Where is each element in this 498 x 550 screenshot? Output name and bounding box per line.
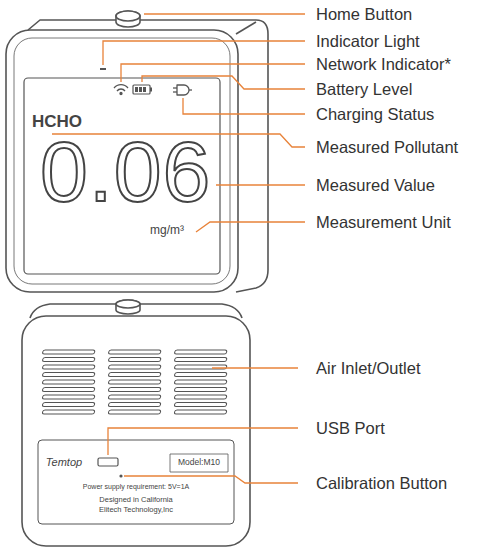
vent-slot: [108, 358, 161, 362]
vent-slot: [42, 373, 95, 377]
part-label: Network Indicator*: [316, 55, 451, 74]
usb-port: [98, 458, 118, 466]
leader-line: [144, 13, 305, 14]
vent-slot: [174, 373, 227, 377]
vent-slot: [174, 350, 227, 354]
indicator-light: [100, 68, 106, 70]
vent-slot: [108, 350, 161, 354]
part-label: Calibration Button: [316, 474, 447, 493]
panel-note: Power supply requirement: 5V=1A: [83, 483, 189, 491]
back-face: [22, 316, 250, 546]
vent-slot: [174, 388, 227, 392]
vent-slot: [42, 380, 95, 384]
home-button: [116, 11, 140, 27]
vent-slot: [42, 350, 95, 354]
leader-line: [121, 64, 305, 82]
vent-slot: [42, 395, 95, 399]
screen: [24, 78, 220, 274]
part-label: USB Port: [316, 419, 385, 438]
charging-icon: [173, 85, 192, 95]
leader-line: [196, 222, 305, 232]
device-front: [6, 30, 238, 292]
vent-slot: [108, 388, 161, 392]
model-box: [170, 454, 228, 472]
device-bezel: [14, 38, 230, 284]
vent-slot: [42, 365, 95, 369]
leader-line: [103, 41, 305, 65]
vent-slot: [42, 410, 95, 414]
measured-value: 0.06: [40, 128, 211, 214]
vent-slot: [108, 403, 161, 407]
home-button-top: [116, 11, 140, 21]
back-label-panel: [38, 440, 234, 524]
vent-slot: [108, 410, 161, 414]
part-label: Measured Value: [316, 176, 435, 195]
leader-line: [212, 367, 298, 368]
part-label: Air Inlet/Outlet: [316, 359, 421, 378]
vent-slot: [42, 388, 95, 392]
front-device: [6, 11, 268, 292]
part-label: Measured Pollutant: [316, 138, 458, 157]
calibration-hole: [119, 474, 122, 477]
part-label: Measurement Unit: [316, 213, 451, 232]
vent-slot: [174, 410, 227, 414]
part-label: Home Button: [316, 5, 412, 24]
brand-text: Temtop: [46, 456, 82, 469]
leader-line: [124, 476, 298, 483]
part-label: Battery Level: [316, 80, 412, 99]
part-label: Indicator Light: [316, 32, 420, 51]
top-button-top: [116, 300, 140, 308]
model-text: Model:M10: [178, 458, 220, 468]
leader-lines: [52, 14, 305, 483]
panel-note: Elitech Technology,Inc: [99, 506, 173, 515]
vent-slot: [108, 395, 161, 399]
vent-slot: [42, 358, 95, 362]
vent-slot: [42, 403, 95, 407]
network-icon: [114, 85, 128, 95]
vent-slot: [174, 395, 227, 399]
leader-line: [216, 184, 305, 185]
part-label: Charging Status: [316, 105, 434, 124]
vent-slot: [174, 403, 227, 407]
leader-line: [108, 428, 298, 455]
vent-slot: [108, 380, 161, 384]
back-device: [22, 300, 250, 546]
vent-slot: [174, 358, 227, 362]
top-button: [116, 300, 140, 314]
vent-slot: [108, 373, 161, 377]
air-vents: [42, 350, 227, 414]
battery-icon: [133, 85, 152, 94]
device-edge: [236, 22, 256, 34]
leader-line: [142, 76, 305, 89]
leader-line: [183, 98, 305, 114]
unit-text: mg/m³: [150, 224, 184, 238]
vent-slot: [174, 380, 227, 384]
panel-note: Designed in California: [99, 496, 172, 505]
vent-slot: [108, 365, 161, 369]
